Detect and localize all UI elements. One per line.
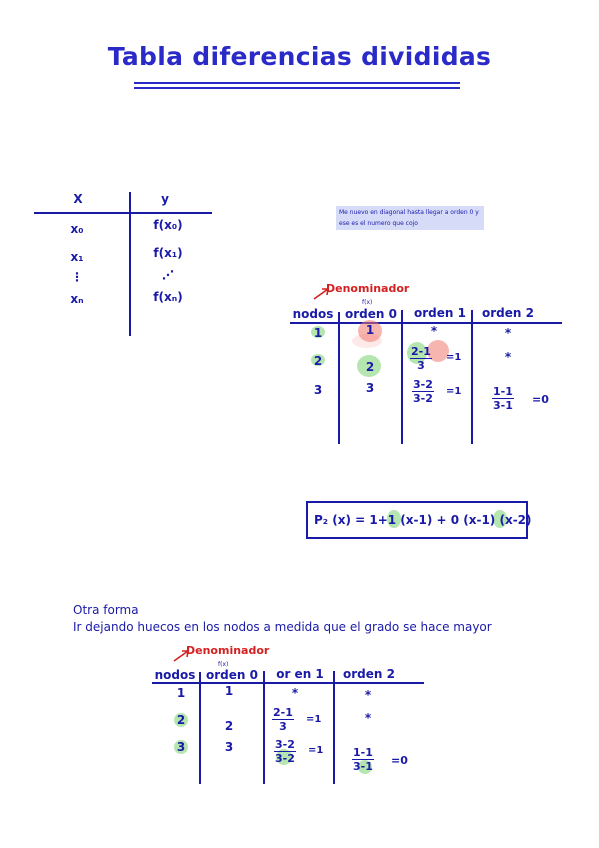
- title-underline-2: [134, 87, 460, 89]
- header-orden1: or en 1: [276, 667, 324, 681]
- highlight-green: [174, 740, 188, 754]
- header-nodos: nodos: [292, 307, 334, 321]
- table1-hline: [290, 322, 562, 324]
- header-orden2: orden 2: [343, 667, 395, 681]
- header-y: y: [161, 192, 169, 206]
- fraction-denominator: 3-1: [353, 760, 373, 773]
- fraction-numerator: 3-2: [412, 378, 434, 392]
- fraction-result: =0: [532, 393, 549, 406]
- fraction-result: =1: [306, 714, 322, 725]
- highlight-green: [276, 749, 292, 765]
- table1-vline: [401, 310, 403, 444]
- fx-dots: ⋰: [162, 268, 174, 282]
- otra-forma-heading: Otra forma: [73, 603, 139, 617]
- highlight-green: [311, 326, 325, 338]
- denominator-label: Denominador: [186, 644, 270, 657]
- star-placeholder: *: [364, 711, 372, 725]
- table2-vline: [199, 672, 201, 784]
- fraction-orden1: 2-1 3: [410, 345, 432, 372]
- table2-vline: [333, 671, 335, 784]
- star-placeholder: *: [430, 324, 438, 338]
- fraction-result: =1: [446, 352, 462, 363]
- arrow-icon: [173, 650, 189, 662]
- fx-value: f(x₀): [153, 218, 183, 232]
- fraction-numerator: 3-2: [274, 738, 296, 752]
- diagonal-note: Me nuevo en diagonal hasta llegar a orde…: [336, 206, 484, 230]
- orden0-value: 1: [365, 323, 375, 337]
- highlight-green: [311, 354, 325, 366]
- header-orden0: orden 0: [345, 307, 397, 321]
- orden0-value: 3: [365, 381, 375, 395]
- highlight-green: [493, 510, 507, 528]
- fraction-orden1: 3-2 3-2: [412, 378, 434, 405]
- fx-value: f(xₙ): [153, 290, 183, 304]
- fraction-numerator: 2-1: [272, 706, 294, 720]
- nodo-value: 1: [176, 686, 186, 700]
- highlight-green: [357, 355, 381, 377]
- highlight-red: [427, 340, 449, 362]
- fraction-orden1: 3-2 3-2: [274, 738, 296, 765]
- fraction-denominator: 3-1: [493, 399, 513, 412]
- table1-vline: [471, 310, 473, 444]
- x-dots: ⋮: [71, 270, 83, 284]
- header-nodos: nodos: [154, 668, 196, 682]
- header-orden1: orden 1: [414, 306, 466, 320]
- fraction-orden2: 1-1 3-1: [492, 385, 514, 412]
- interpolation-polynomial: P₂ (x) = 1+1 (x-1) + 0 (x-1) (x-2): [306, 501, 532, 539]
- orden0-value: 1: [224, 684, 234, 698]
- title-underline-1: [134, 82, 460, 84]
- fraction-denominator: 3: [417, 359, 425, 372]
- otra-forma-description: Ir dejando huecos en los nodos a medida …: [73, 620, 492, 634]
- simple-table-hline: [34, 212, 212, 214]
- highlight-green: [174, 713, 188, 727]
- fraction-numerator: 1-1: [352, 746, 374, 760]
- fraction-denominator: 3-2: [413, 392, 433, 405]
- fraction-result: =1: [308, 745, 324, 756]
- fraction-denominator: 3-2: [275, 752, 295, 765]
- fx-label: f(x): [362, 299, 373, 306]
- fraction-orden2: 1-1 3-1: [352, 746, 374, 773]
- star-placeholder: *: [504, 350, 512, 364]
- highlight-red: [358, 320, 382, 342]
- star-placeholder: *: [364, 688, 372, 702]
- fraction-result: =1: [446, 386, 462, 397]
- star-placeholder: *: [504, 326, 512, 340]
- page-title: Tabla diferencias divididas: [107, 42, 492, 71]
- fraction-numerator: 2-1: [410, 345, 432, 359]
- highlight-green: [358, 760, 372, 774]
- star-placeholder: *: [291, 686, 299, 700]
- header-orden2: orden 2: [482, 306, 534, 320]
- table2-vline: [263, 671, 265, 784]
- highlight-green: [387, 510, 401, 528]
- nodo-value: 1: [313, 326, 323, 340]
- x-value: xₙ: [70, 292, 84, 306]
- denominator-label: Denominador: [326, 282, 410, 295]
- highlight-red: [352, 334, 382, 348]
- table1-vline: [338, 312, 340, 444]
- fraction-result: =0: [391, 754, 408, 767]
- orden0-value: 3: [224, 740, 234, 754]
- table2-hline: [152, 682, 424, 684]
- fx-label: f(x): [218, 661, 229, 668]
- header-orden0: orden 0: [206, 668, 258, 682]
- x-value: x₀: [70, 222, 84, 236]
- fraction-denominator: 3: [279, 720, 287, 733]
- nodo-value: 3: [176, 740, 186, 754]
- fx-value: f(x₁): [153, 246, 183, 260]
- fraction-numerator: 1-1: [492, 385, 514, 399]
- orden0-value: 2: [365, 360, 375, 374]
- nodo-value: 2: [313, 354, 323, 368]
- header-x: X: [73, 192, 83, 206]
- fraction-orden1: 2-1 3: [272, 706, 294, 733]
- nodo-value: 3: [313, 383, 323, 397]
- x-value: x₁: [70, 250, 84, 264]
- simple-table-vline: [129, 192, 131, 336]
- orden0-value: 2: [224, 719, 234, 733]
- arrow-icon: [313, 288, 329, 300]
- nodo-value: 2: [176, 713, 186, 727]
